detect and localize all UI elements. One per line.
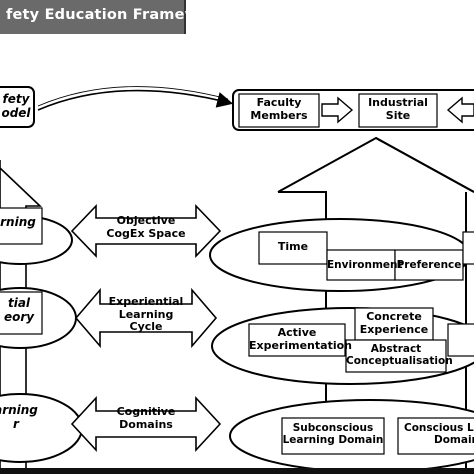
- page-title: fety Education Framework: [6, 7, 226, 23]
- faculty-label: Faculty Members: [250, 96, 308, 122]
- connector-3-label: Cognitive Domains: [116, 405, 176, 431]
- subconscious-box: [281, 417, 385, 455]
- left-box-2: [0, 291, 43, 335]
- connector-arrow-3: [70, 395, 222, 453]
- flow-arrow-left-icon: [446, 96, 474, 124]
- industrial-label: Industrial Site: [368, 96, 428, 122]
- left-level-1-label: rning: [0, 215, 36, 229]
- title-bar: fety Education Framework: [0, 0, 225, 34]
- connector-2-label: Experiential Learning Cycle: [108, 295, 184, 334]
- environment-label: Environment: [327, 259, 403, 271]
- abstract-label: Abstract Conceptualisation: [346, 343, 453, 368]
- connector-arrow-2: [74, 287, 218, 349]
- left-level-3-label: arning r: [0, 403, 38, 431]
- concrete-box: [354, 307, 434, 341]
- connector-1-label: Objective CogEx Space: [106, 214, 186, 240]
- conscious-label: Conscious Lea Domain: [404, 422, 474, 447]
- faculty-box: [238, 93, 320, 128]
- time-box: [258, 231, 328, 265]
- industrial-box: [358, 93, 438, 128]
- abstract-box: [345, 339, 447, 373]
- time-label: Time: [277, 240, 309, 253]
- model-arrow: [37, 89, 234, 111]
- preference-label: Preference: [396, 259, 462, 271]
- active-box: [248, 323, 346, 357]
- model-box: [0, 86, 35, 128]
- flow-arrow-right-icon: [321, 96, 354, 124]
- model-label: fety odel: [1, 92, 31, 120]
- bottom-rule: [0, 468, 474, 474]
- preference-box: [394, 249, 464, 281]
- environment-box: [326, 249, 396, 281]
- connector-arrow-1: [70, 204, 222, 258]
- concrete-label: Concrete Experience: [359, 310, 429, 336]
- model-arrow-double: [37, 86, 229, 107]
- left-level-2-label: tial eory: [3, 296, 35, 324]
- subconscious-label: Subconscious Learning Domain: [282, 422, 384, 447]
- active-label: Active Experimentation: [249, 326, 352, 352]
- conscious-box: [397, 417, 474, 455]
- left-box-1: [0, 207, 43, 245]
